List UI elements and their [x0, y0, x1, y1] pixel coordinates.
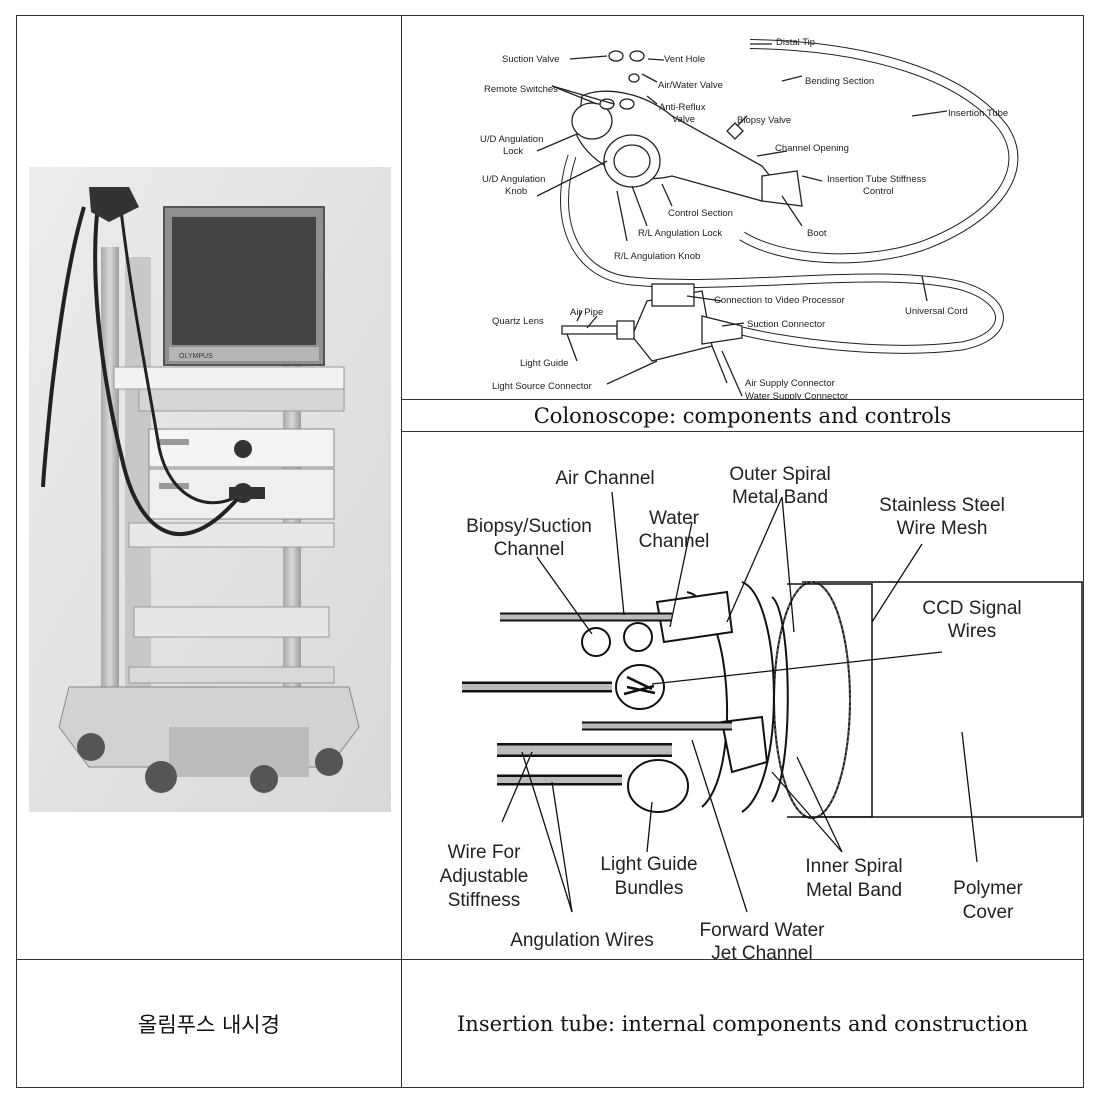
label-control-section: Control Section	[668, 208, 733, 219]
label-anti-reflux: Anti-Reflux	[659, 102, 706, 113]
colonoscope-diagram: Suction Valve Vent Hole Distal Tip Bendi…	[480, 37, 1019, 399]
label-stainless-steel: Stainless Steel	[879, 495, 1005, 516]
label-polymer: Polymer	[953, 878, 1023, 899]
photo-cell: OLYMPUS	[16, 15, 402, 960]
label-wire-mesh: Wire Mesh	[897, 518, 988, 539]
label-cover: Cover	[963, 902, 1014, 923]
insertion-tube-caption-cell: Insertion tube: internal components and …	[401, 959, 1084, 1088]
label-biopsy-suction: Biopsy/Suction	[466, 516, 592, 537]
label-air-pipe: Air Pipe	[570, 307, 603, 318]
label-jet-channel: Jet Channel	[711, 943, 812, 959]
label-water-channel: Channel	[639, 531, 710, 552]
insertion-tube-diagram-cell: Air Channel Outer Spiral Metal Band Stai…	[401, 431, 1084, 960]
label-biopsy-channel: Channel	[494, 539, 565, 560]
label-ud-angulation-knob-2: Knob	[505, 186, 527, 197]
label-ccd-wires: Wires	[948, 621, 997, 642]
colonoscope-caption-cell: Colonoscope: components and controls	[401, 399, 1084, 432]
label-remote-switches: Remote Switches	[484, 84, 558, 95]
label-light-guide: Light Guide	[600, 854, 697, 875]
label-inner-spiral: Inner Spiral	[805, 856, 902, 877]
label-bending-section: Bending Section	[805, 76, 874, 87]
label-biopsy-valve: Biopsy Valve	[737, 115, 791, 126]
label-rl-angulation-lock: R/L Angulation Lock	[638, 228, 722, 239]
label-ud-angulation-lock-2: Lock	[503, 146, 523, 157]
label-water: Water	[649, 508, 700, 529]
label-angulation-wires: Angulation Wires	[510, 930, 654, 951]
label-anti-reflux-valve: Valve	[672, 114, 695, 125]
figure-table: OLYMPUS	[16, 15, 1084, 1088]
label-bundles: Bundles	[615, 878, 684, 899]
label-quartz-lens: Quartz Lens	[492, 316, 544, 327]
label-stiffness-control-2: Control	[863, 186, 894, 197]
insertion-tube-diagram: Air Channel Outer Spiral Metal Band Stai…	[440, 464, 1083, 959]
label-wire-for: Wire For	[448, 842, 522, 863]
insertion-tube-caption: Insertion tube: internal components and …	[457, 1011, 1028, 1036]
endoscope-cart-photo: OLYMPUS	[29, 167, 391, 812]
label-insertion-tube: Insertion Tube	[948, 108, 1008, 119]
label-suction-connector: Suction Connector	[747, 319, 825, 330]
label-forward-water: Forward Water	[700, 920, 826, 941]
label-light-guide: Light Guide	[520, 358, 569, 369]
label-universal-cord: Universal Cord	[905, 306, 968, 317]
colonoscope-caption: Colonoscope: components and controls	[533, 403, 952, 428]
label-inner-metal-band: Metal Band	[806, 880, 902, 901]
label-stiffness: Stiffness	[448, 890, 521, 911]
label-connection-video: Connection to Video Processor	[714, 295, 845, 306]
label-channel-opening: Channel Opening	[775, 143, 849, 154]
label-ud-angulation-knob: U/D Angulation	[482, 174, 545, 185]
label-ccd-signal: CCD Signal	[922, 598, 1021, 619]
label-rl-angulation-knob: R/L Angulation Knob	[614, 251, 700, 262]
label-ud-angulation-lock: U/D Angulation	[480, 134, 543, 145]
label-air-water-valve: Air/Water Valve	[658, 80, 723, 91]
korean-caption: 올림푸스 내시경	[138, 1012, 280, 1037]
label-air-supply-connector: Air Supply Connector	[745, 378, 835, 389]
label-boot: Boot	[807, 228, 827, 239]
label-stiffness-control: Insertion Tube Stiffness	[827, 174, 926, 185]
label-outer-spiral: Outer Spiral	[729, 464, 830, 485]
label-vent-hole: Vent Hole	[664, 54, 705, 65]
label-distal-tip: Distal Tip	[776, 37, 815, 48]
label-outer-spiral-2: Metal Band	[732, 487, 828, 508]
colonoscope-diagram-cell: Suction Valve Vent Hole Distal Tip Bendi…	[401, 15, 1084, 400]
label-air-channel: Air Channel	[555, 468, 654, 489]
korean-caption-cell: 올림푸스 내시경	[16, 959, 402, 1088]
label-adjustable: Adjustable	[440, 866, 529, 887]
label-suction-valve: Suction Valve	[502, 54, 559, 65]
monitor-brand-text: OLYMPUS	[179, 353, 213, 360]
label-light-source-connector: Light Source Connector	[492, 381, 592, 392]
label-water-supply-connector: Water Supply Connector	[745, 391, 848, 399]
